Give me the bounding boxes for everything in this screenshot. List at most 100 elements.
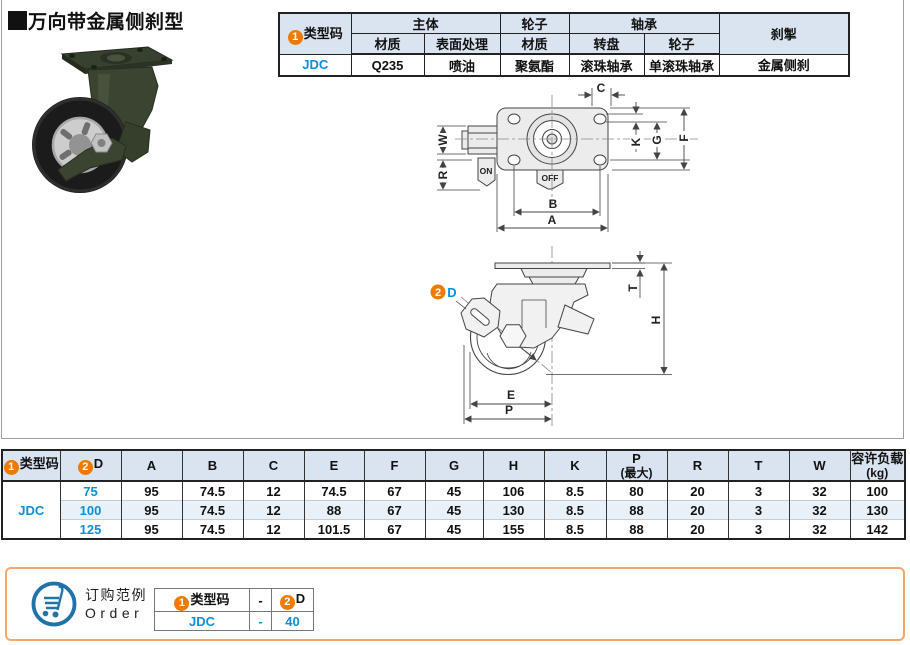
- dims-header-k: K: [543, 449, 607, 482]
- spec-header-wheel: 轮子: [499, 12, 570, 34]
- spec-header-swivel: 转盘: [568, 33, 645, 55]
- spec-type-code[interactable]: JDC: [278, 53, 352, 77]
- d-callout: 2 D: [430, 284, 457, 300]
- order-dash: -: [249, 611, 272, 631]
- dims-type-code[interactable]: JDC: [1, 481, 61, 539]
- badge-2-icon: 2: [279, 594, 295, 610]
- order-label-en: Order: [85, 605, 144, 621]
- spec-surface: 喷油: [423, 53, 501, 77]
- cell: 95: [120, 519, 183, 539]
- spec-wheel-material: 聚氨酯: [499, 53, 570, 77]
- cell: 101.5: [303, 519, 365, 539]
- spec-header-brake: 刹掣: [718, 12, 850, 55]
- spec-header-material: 材质: [350, 33, 425, 55]
- dims-header-load: 容许负载(kg): [849, 449, 906, 482]
- cell: 95: [120, 481, 183, 501]
- dims-header-w: W: [788, 449, 851, 482]
- dims-header-c: C: [242, 449, 305, 482]
- cell: 20: [666, 500, 729, 520]
- dims-d-75[interactable]: 75: [59, 481, 122, 501]
- dims-header-a: A: [120, 449, 183, 482]
- dim-label-w: W: [436, 134, 450, 146]
- cell: 74.5: [303, 481, 365, 501]
- cell: 88: [303, 500, 365, 520]
- spec-brake: 金属侧刹: [718, 53, 850, 77]
- lever-off-label: OFF: [542, 173, 559, 183]
- cell: 88: [605, 519, 668, 539]
- dim-label-h: H: [649, 316, 663, 325]
- cell: 106: [482, 481, 545, 501]
- cell: 3: [727, 481, 790, 501]
- dims-header-b: B: [181, 449, 244, 482]
- spec-header-surface: 表面处理: [423, 33, 501, 55]
- title-square-icon: [8, 11, 27, 30]
- badge-2-icon: 2: [435, 287, 441, 299]
- dim-label-f: F: [677, 134, 691, 141]
- cell: 155: [482, 519, 545, 539]
- spec-header-wheel-bearing: 轮子: [643, 33, 720, 55]
- cell: 88: [605, 500, 668, 520]
- dims-d-100[interactable]: 100: [59, 500, 122, 520]
- spec-header-bearing: 轴承: [568, 12, 720, 34]
- cell: 80: [605, 481, 668, 501]
- cell: 32: [788, 500, 851, 520]
- lever-on-label: ON: [480, 166, 493, 176]
- dim-label-k: K: [629, 137, 643, 146]
- section-frame: [1, 0, 904, 439]
- dims-header-t: T: [727, 449, 790, 482]
- spec-wheel-bearing: 单滚珠轴承: [643, 53, 720, 77]
- cell: 67: [363, 500, 426, 520]
- dim-label-g: G: [650, 135, 664, 144]
- cell: 32: [788, 519, 851, 539]
- dims-d-125[interactable]: 125: [59, 519, 122, 539]
- dim-label-e: E: [507, 388, 515, 402]
- dims-header-r: R: [666, 449, 729, 482]
- dims-header-f: F: [363, 449, 426, 482]
- cell: 12: [242, 500, 305, 520]
- cell: 3: [727, 500, 790, 520]
- cell: 8.5: [543, 481, 607, 501]
- dim-label-a: A: [548, 213, 557, 227]
- order-example-label: 订购范例: [85, 587, 147, 603]
- spec-row: JDC Q235 喷油 聚氨酯 滚珠轴承 单滚珠轴承 金属侧刹: [278, 53, 850, 77]
- dims-row-100: 100 95 74.5 12 88 67 45 130 8.5 88 20 3 …: [2, 500, 906, 520]
- cell: 130: [849, 500, 906, 520]
- cell: 45: [424, 519, 484, 539]
- cell: 8.5: [543, 519, 607, 539]
- badge-2-icon: 2: [77, 459, 93, 475]
- dims-header-g: G: [424, 449, 484, 482]
- order-type-code: JDC: [154, 611, 250, 631]
- cart-icon: [31, 581, 77, 627]
- dim-label-t: T: [626, 284, 640, 292]
- technical-drawing: C W R K G F B A T H E P ON OFF 2 D: [430, 81, 700, 428]
- dims-row-125: 125 95 74.5 12 101.5 67 45 155 8.5 88 20…: [2, 519, 906, 539]
- cell: 12: [242, 481, 305, 501]
- badge-1-icon: 1: [287, 29, 303, 45]
- spec-body-material: Q235: [350, 53, 425, 77]
- cell: 3: [727, 519, 790, 539]
- cell: 20: [666, 481, 729, 501]
- cell: 45: [424, 481, 484, 501]
- cell: 67: [363, 519, 426, 539]
- badge-1-icon: 1: [174, 596, 190, 611]
- dims-header-p: P(最大): [605, 449, 668, 482]
- page-title: 万向带金属侧刹型: [8, 7, 184, 34]
- badge-1-icon: 1: [3, 459, 19, 475]
- spec-header-wheel-material: 材质: [499, 33, 570, 55]
- cell: 130: [482, 500, 545, 520]
- cell: 32: [788, 481, 851, 501]
- page-title-text: 万向带金属侧刹型: [28, 12, 185, 33]
- cell: 74.5: [181, 500, 244, 520]
- dim-label-r: R: [436, 170, 450, 179]
- dim-label-b: B: [549, 197, 558, 211]
- cell: 67: [363, 481, 426, 501]
